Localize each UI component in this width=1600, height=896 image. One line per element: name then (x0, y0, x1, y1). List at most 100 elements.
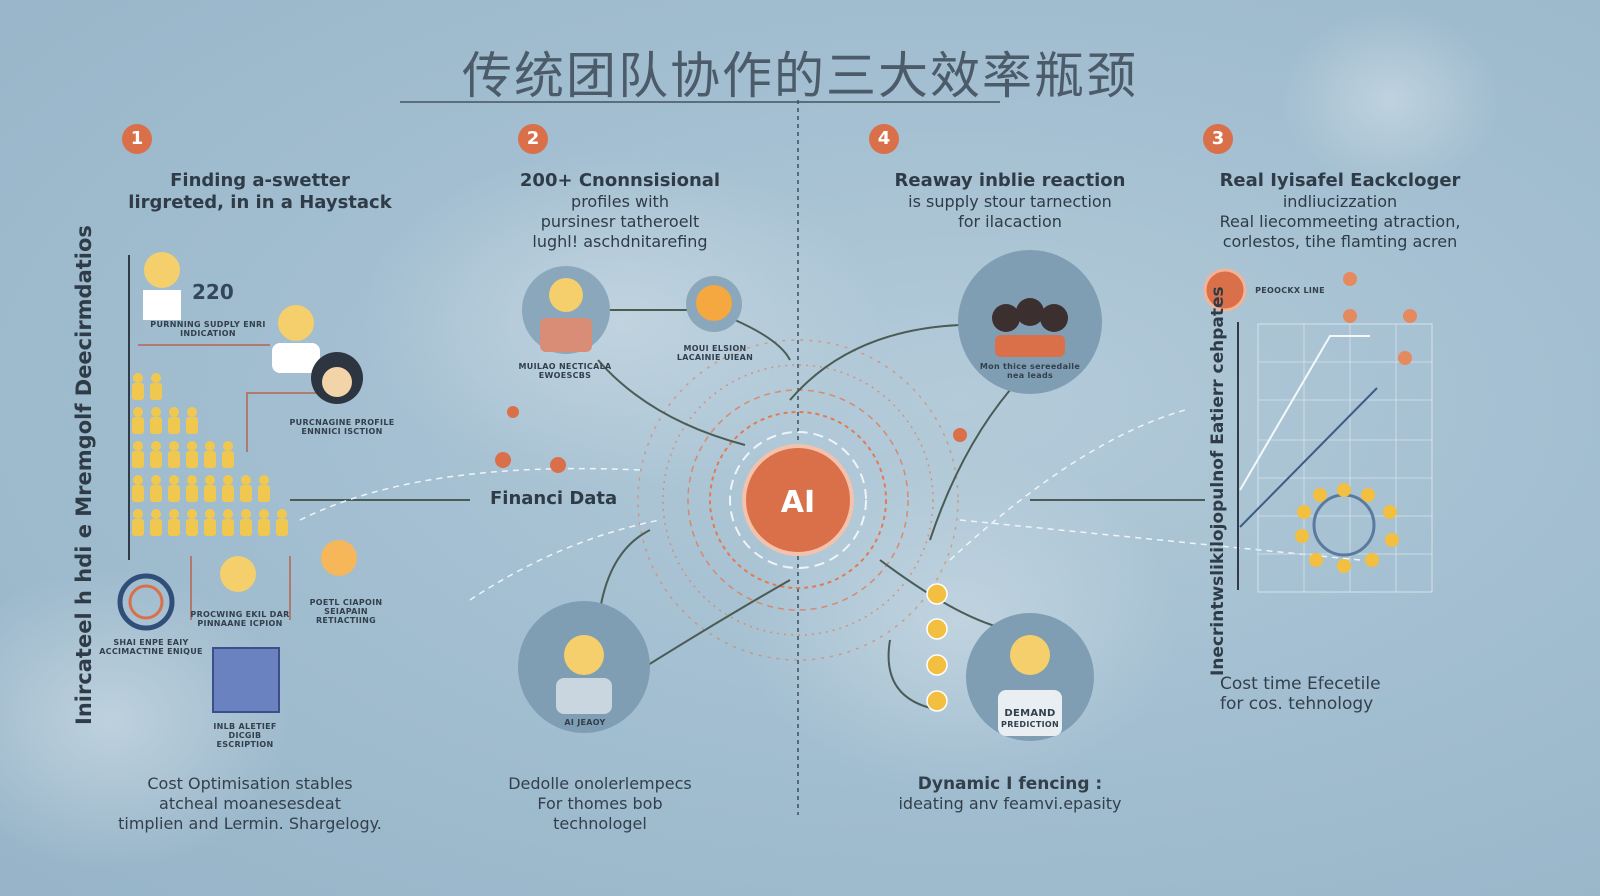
person-icon (241, 509, 251, 519)
section-3-heading: Real Iyisafel Eackcloger indliucizzation… (1170, 170, 1510, 252)
heading-title: Finding a-swetter (170, 170, 350, 191)
person-icon (151, 407, 161, 417)
person-icon (132, 383, 144, 400)
footer-heading: Dynamic I fencing : (917, 774, 1103, 794)
step-badge-3: 3 (1203, 124, 1233, 154)
coin-icons (926, 583, 948, 712)
person-icon (132, 451, 144, 468)
data-dots (495, 406, 967, 473)
avatar-label: AI JEAOY (564, 718, 606, 727)
heading-title: Real Iyisafel Eackcloger (1219, 170, 1461, 191)
step-badge-1: 1 (122, 124, 152, 154)
person-icon (151, 509, 161, 519)
person-icon (133, 475, 143, 485)
left-vertical-label: Inircateel h hdi e Mremgolf Deecirmdatio… (72, 225, 96, 725)
person-icon (133, 509, 143, 519)
person-icon (187, 407, 197, 417)
person-icon (132, 417, 144, 434)
cloud-shape (0, 570, 290, 870)
left-arrows (138, 344, 320, 620)
heading-line: pursinesr tatheroelt (540, 212, 700, 231)
footer-line: timplien and Lermin. Shargelogy. (118, 814, 382, 833)
profile-count: 220 (192, 280, 234, 304)
person-icon (169, 475, 179, 485)
person-icon (150, 451, 162, 468)
left-label: INLB ALETIEF DICGIB ESCRIPTION (213, 722, 277, 749)
person-icon (187, 441, 197, 451)
footer-line: atcheal moanesesdeat (159, 794, 341, 813)
avatars-left (117, 252, 363, 713)
avatar-label: MOUI ELSION LACAINIE UIEAN (676, 344, 754, 362)
footer-line: Dedolle onolerlempecs (508, 774, 692, 793)
person-icon (151, 373, 161, 383)
person-icon (222, 485, 234, 502)
footer-line: technologel (553, 814, 647, 833)
ai-core-icon (742, 444, 854, 556)
person-icon (150, 485, 162, 502)
person-icon (205, 441, 215, 451)
person-icon (151, 475, 161, 485)
person-icon (241, 475, 251, 485)
person-icon (187, 475, 197, 485)
person-icon (186, 451, 198, 468)
cloud-shape (1280, 10, 1500, 190)
person-icon (223, 441, 233, 451)
left-label: PROCWING EKIL DAR PINNAANE ICPION (190, 610, 290, 628)
person-icon (222, 451, 234, 468)
footer-line: for cos. tehnology (1220, 694, 1374, 714)
heading-line: indliucizzation (1282, 192, 1398, 211)
dashed-flows (299, 409, 1361, 601)
heading-line: lirgreted, in in a Haystack (128, 192, 392, 213)
footer-line: For thomes bob (537, 794, 663, 813)
left-label: PURNNING SUDPLY ENRI INDICATION (150, 320, 266, 338)
section-4-heading: Reaway inblie reaction is supply stour t… (860, 170, 1160, 232)
person-icon (276, 519, 288, 536)
person-icon (205, 475, 215, 485)
heading-title: 200+ Cnonnsisional (519, 170, 721, 191)
ai-core-glyph: AI (781, 485, 815, 520)
financial-data-label: Financi Data (490, 488, 618, 509)
person-icon (258, 519, 270, 536)
heading-line: corlestos, tihe flamting acren (1222, 232, 1458, 251)
heading-line: for ilacaction (958, 212, 1062, 231)
person-icon (168, 451, 180, 468)
right-vertical-label: Inecrintwslikilojopulnof Eatierr cehpate… (1208, 286, 1228, 676)
avatar-label: MUILAO NECTICALA EWOESCBS (518, 362, 612, 380)
person-icon (169, 441, 179, 451)
person-icon (133, 373, 143, 383)
section-1-heading: Finding a-swetter lirgreted, in in a Hay… (110, 170, 410, 214)
person-icon (204, 451, 216, 468)
left-label: SHAI ENPE EAIY ACCIMACTINE ENIQUE (99, 638, 203, 656)
prediction-label: PREDICTION (1001, 720, 1059, 729)
person-icon (132, 519, 144, 536)
person-icon (222, 519, 234, 536)
person-icon (259, 475, 269, 485)
section-2-heading: 200+ Cnonnsisional profiles with pursine… (470, 170, 770, 252)
heading-line: profiles with (571, 192, 669, 211)
person-icon (258, 485, 270, 502)
person-icon (259, 509, 269, 519)
footer-line: Cost Optimisation stables (147, 774, 353, 793)
demand-label: DEMAND (1004, 708, 1056, 719)
person-icon (169, 509, 179, 519)
left-label: PURCNAGINE PROFILE ENNNICI ISCTION (289, 418, 395, 436)
footer-line: Cost time Efecetile (1220, 674, 1381, 694)
section-4-footer: Dynamic I fencing : ideating anv feamvi.… (860, 774, 1160, 814)
person-icon (151, 441, 161, 451)
person-icon (204, 485, 216, 502)
heading-title: Reaway inblie reaction (894, 170, 1126, 191)
section-3-footer: Cost time Efecetile for cos. tehnology (1220, 674, 1420, 714)
footer-line: ideating anv feamvi.epasity (898, 794, 1122, 813)
connector-lines (290, 309, 1205, 711)
heading-line: is supply stour tarnection (908, 192, 1112, 211)
right-chart (1203, 268, 1433, 593)
person-icon (186, 519, 198, 536)
heading-line: Real liecommeeting atraction, (1219, 212, 1461, 231)
people-pyramid (132, 373, 288, 536)
person-icon (240, 485, 252, 502)
cloud-shape (360, 150, 880, 490)
heading-line: lughl! aschdnitarefing (532, 232, 708, 251)
person-icon (169, 407, 179, 417)
person-icon (168, 519, 180, 536)
person-icon (186, 485, 198, 502)
